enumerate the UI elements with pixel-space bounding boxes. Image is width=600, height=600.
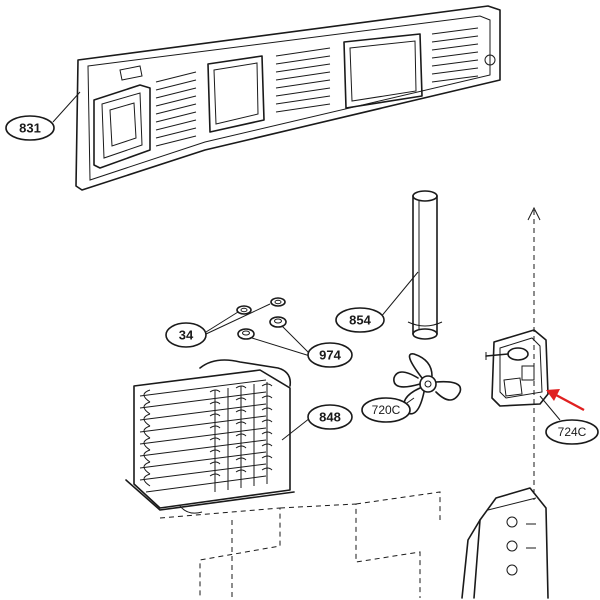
mount-bracket-part: [461, 487, 549, 599]
label-720c: 720C: [361, 397, 411, 423]
svg-text:831: 831: [19, 121, 41, 136]
label-34: 34: [165, 322, 207, 348]
washer-set-part: [236, 297, 286, 315]
fan-motor-part: [485, 329, 549, 407]
label-724c: 724C: [545, 419, 599, 445]
shaft-part: [407, 190, 443, 340]
svg-text:848: 848: [319, 410, 341, 425]
label-974: 974: [307, 342, 353, 368]
label-848: 848: [307, 404, 353, 430]
back-panel-part: [75, 5, 501, 191]
svg-text:724C: 724C: [558, 425, 587, 439]
svg-text:974: 974: [319, 348, 341, 363]
svg-text:854: 854: [349, 313, 371, 328]
svg-text:34: 34: [179, 328, 194, 343]
pointer-arrow: [546, 389, 585, 412]
assembly-lines: [159, 206, 541, 598]
grommet-set-part: [237, 316, 287, 340]
label-854: 854: [335, 307, 385, 333]
leader-lines: [52, 91, 561, 441]
evaporator-coil-part: [125, 359, 295, 514]
label-831: 831: [5, 115, 55, 141]
svg-text:720C: 720C: [372, 403, 401, 417]
